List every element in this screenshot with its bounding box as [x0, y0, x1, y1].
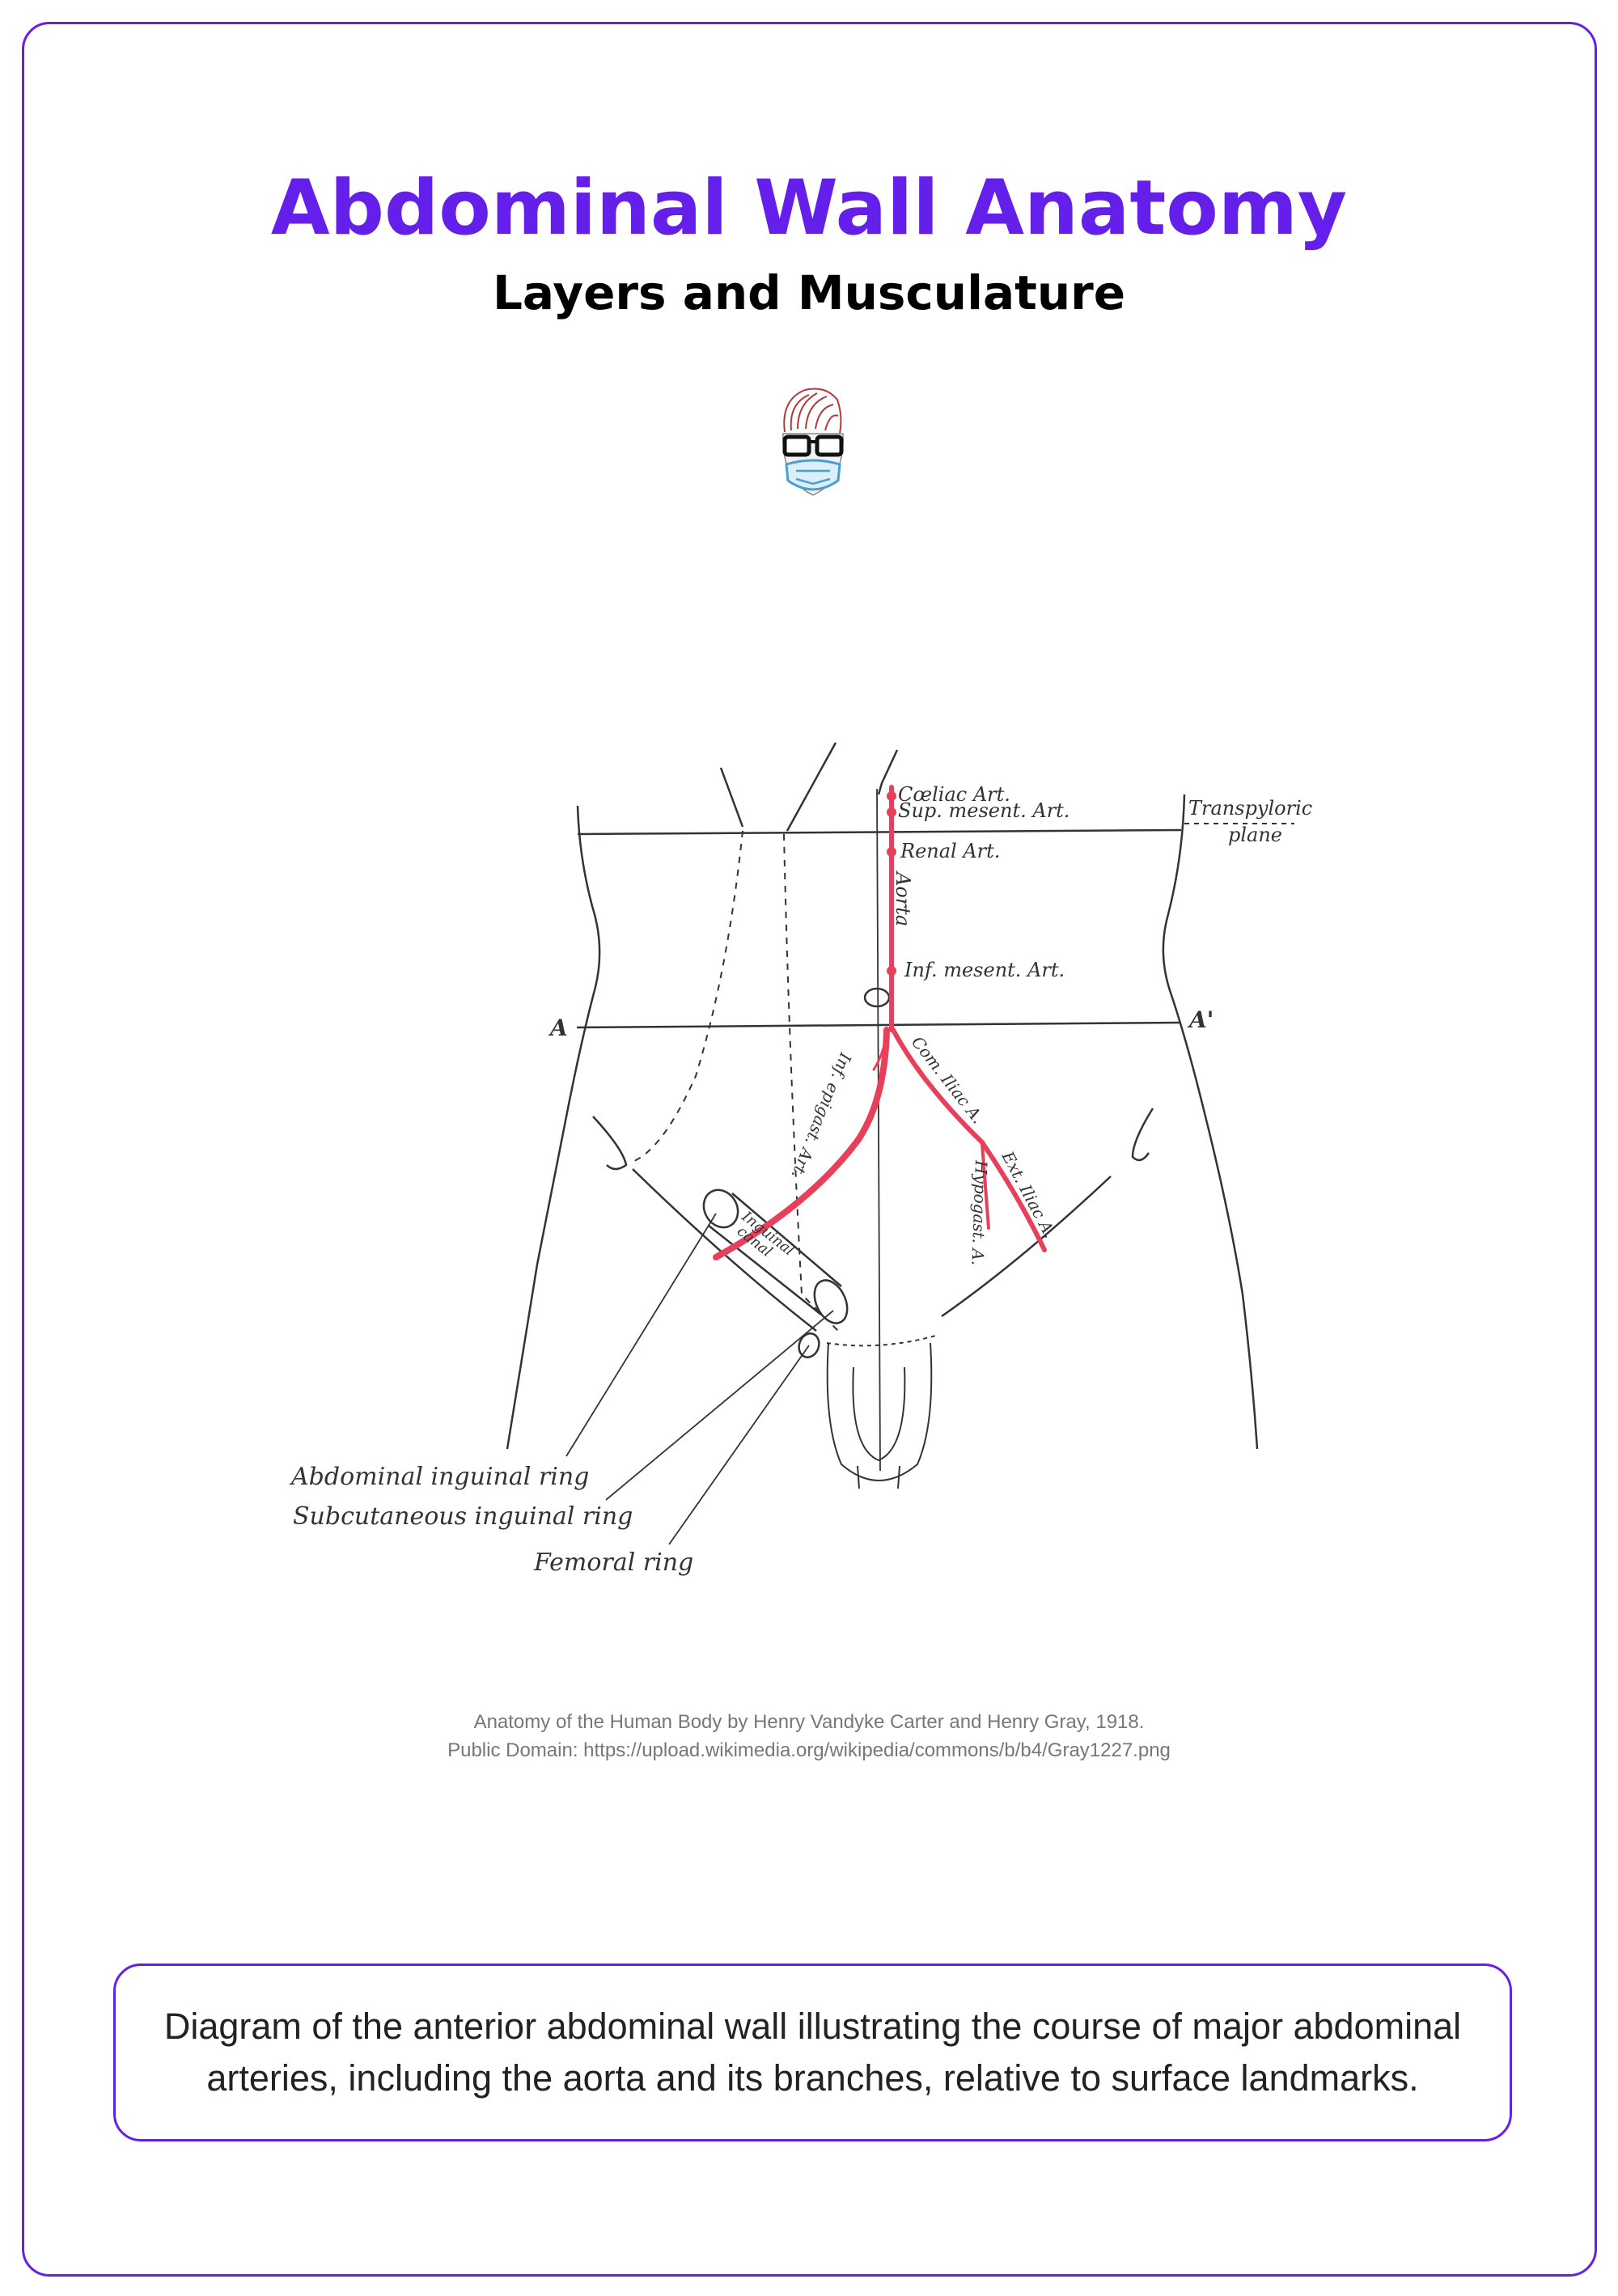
transpyloric-plane-line — [577, 828, 1182, 836]
neck-line — [719, 742, 899, 832]
sup-mesent-branch-dot — [887, 807, 896, 817]
description-text: Diagram of the anterior abdominal wall i… — [163, 2006, 1462, 2099]
page-subtitle: Layers and Musculature — [492, 265, 1126, 320]
label-inf-epigast: Inf. epigast. Art. — [787, 1049, 856, 1181]
pointer-abdominal-ring — [565, 1213, 717, 1457]
label-plane: plane — [1228, 824, 1282, 846]
label-inf-mesent: Inf. mesent. Art. — [904, 959, 1065, 981]
midline — [876, 788, 881, 1472]
a-a-line — [576, 1021, 1182, 1029]
pointer-subcutaneous-ring — [605, 1310, 834, 1501]
inguinal-canal — [708, 1192, 842, 1315]
renal-branch-dot — [887, 847, 896, 857]
page-frame — [22, 22, 1597, 2277]
ext-iliac-artery — [980, 1140, 1047, 1252]
body-outline-right — [1162, 794, 1259, 1450]
scrotum-inner — [852, 1366, 906, 1462]
rectus-sheath-dashed-left — [632, 830, 743, 1163]
rectus-sheath-dashed-right — [783, 833, 839, 1332]
page-title: Abdominal Wall Anatomy — [270, 164, 1348, 252]
masked-doctor-avatar-icon — [782, 388, 844, 496]
label-a-right: A' — [1187, 1006, 1214, 1033]
coeliac-branch-dot — [887, 791, 896, 801]
label-com-iliac: Com. Iliac A. — [908, 1032, 988, 1127]
label-aorta: Aorta — [892, 871, 914, 926]
penis-base — [857, 1465, 900, 1489]
femoral-ring — [798, 1332, 820, 1358]
label-hypogast: Hypogast. A. — [968, 1159, 991, 1266]
label-coeliac: Cœliac Art. — [898, 783, 1010, 806]
inguinal-ligament-left — [632, 1168, 817, 1332]
label-ext-iliac: Ext. Iliac A. — [997, 1147, 1060, 1241]
umbilicus — [863, 987, 891, 1008]
com-iliac-artery — [891, 1027, 985, 1145]
label-abdominal-inguinal-ring: Abdominal inguinal ring — [289, 1463, 589, 1491]
description-box: Diagram of the anterior abdominal wall i… — [113, 1963, 1512, 2141]
label-subcutaneous-inguinal-ring: Subcutaneous inguinal ring — [293, 1502, 633, 1531]
inf-mesent-branch-dot — [887, 966, 896, 976]
abdominal-wall-diagram: Cœliac Art. Sup. mesent. Art. Renal Art.… — [289, 742, 1312, 1577]
image-credit-line: Anatomy of the Human Body by Henry Vandy… — [473, 1711, 1145, 1733]
label-transpyloric: Transpyloric — [1188, 797, 1312, 820]
abdominal-inguinal-ring — [702, 1188, 739, 1229]
subcutaneous-inguinal-ring — [813, 1279, 849, 1324]
label-femoral-ring: Femoral ring — [533, 1548, 693, 1577]
image-source-link: Public Domain: https://upload.wikimedia.… — [447, 1739, 1171, 1761]
label-a-left: A — [548, 1015, 568, 1041]
body-outline-left — [506, 805, 601, 1450]
label-sup-mesent: Sup. mesent. Art. — [898, 799, 1069, 822]
hypogastric-artery — [981, 1142, 990, 1230]
inguinal-ligament-right — [941, 1176, 1112, 1318]
scrotum-outline — [826, 1342, 933, 1481]
label-renal: Renal Art. — [900, 840, 1000, 862]
pointer-femoral-ring — [668, 1345, 810, 1545]
inf-epigastric-artery — [713, 1027, 890, 1260]
iliac-crest-left — [592, 1116, 628, 1171]
iliac-crest-right — [1131, 1108, 1154, 1162]
